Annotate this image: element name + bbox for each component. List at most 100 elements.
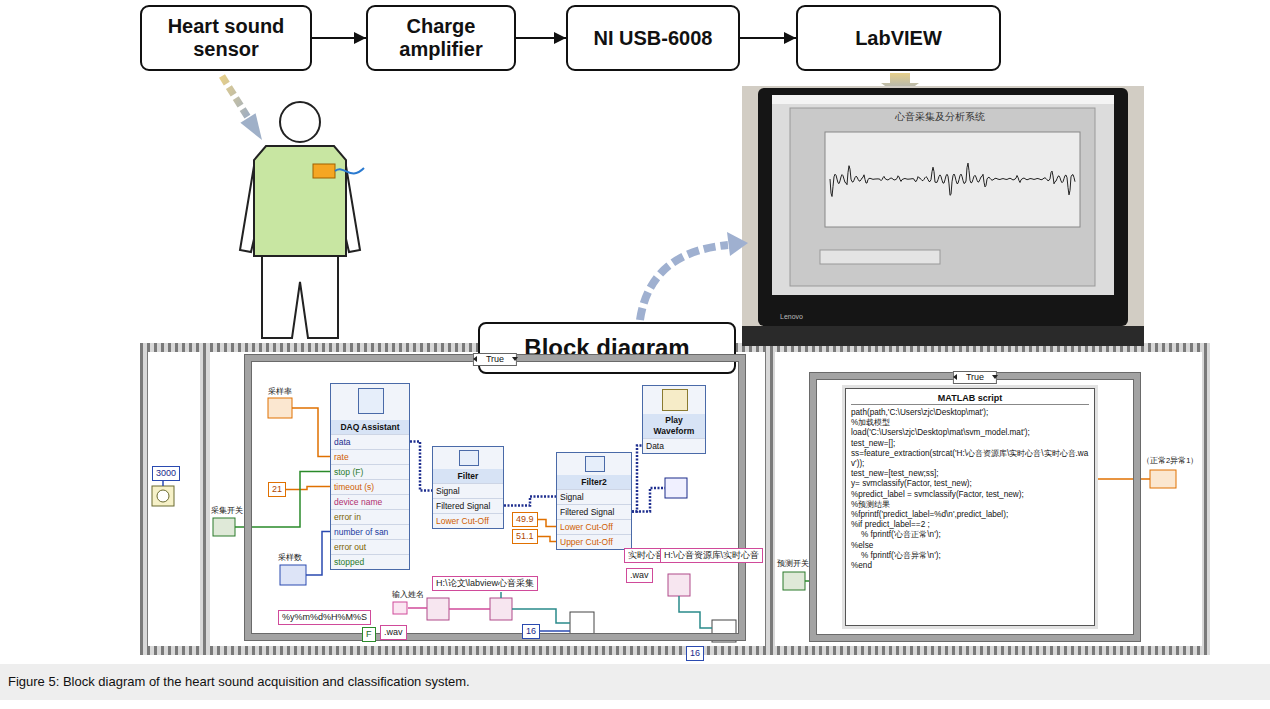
- numeric-control: [280, 565, 306, 585]
- script-line: ss=feature_extraction(strcat('H:\心音资源库\实…: [851, 449, 1089, 469]
- pointer-arrowhead: [727, 232, 748, 256]
- case-selector: True: [473, 353, 517, 366]
- numeric-indicator: [1150, 470, 1176, 488]
- terminal-label: rate: [331, 449, 409, 464]
- block-title: DAQ Assistant: [331, 420, 409, 434]
- pointer-arrowhead: [240, 113, 262, 140]
- case-selector: True: [953, 371, 997, 384]
- person-vest: [254, 146, 346, 256]
- screen-title: 心音采集及分析系统: [895, 111, 985, 122]
- terminal-label: Data: [643, 438, 705, 453]
- terminal-label: stop (F): [331, 464, 409, 479]
- case-structure: TrueDAQ Assistantdataratestop (F)timeout…: [245, 355, 745, 640]
- flow-arrow: [516, 37, 566, 39]
- write-file-icon: [570, 612, 594, 634]
- control-label: 采样数: [278, 552, 302, 563]
- graph-indicator: [665, 478, 687, 498]
- script-line: test_new=[];: [851, 439, 1089, 449]
- play-waveform-block: Play WaveformData: [642, 385, 706, 454]
- signal-wire: [632, 488, 665, 512]
- block-title: Filter: [433, 469, 503, 483]
- labview-panel: [790, 108, 1095, 286]
- terminal-label: Filtered Signal: [557, 504, 631, 519]
- terminal-label: device name: [331, 494, 409, 509]
- person-legs: [262, 254, 338, 338]
- signal-wire: [504, 497, 556, 506]
- filter-block: FilterSignalFiltered SignalLower Cut-Off: [432, 446, 504, 529]
- wire: [540, 630, 570, 632]
- script-line: load('C:\Users\zjc\Desktop\mat\svm_model…: [851, 428, 1089, 438]
- box-label: LabVIEW: [855, 27, 942, 50]
- wire: [408, 607, 427, 609]
- matlab-script-node: MATLAB scriptpath(path,'C:\Users\zjc\Des…: [845, 388, 1095, 626]
- numeric-constant: 16: [522, 624, 540, 639]
- wire: [679, 596, 712, 628]
- script-line: %end: [851, 561, 1089, 571]
- figure-caption: Figure 5: Block diagram of the heart sou…: [0, 664, 1270, 700]
- signal-wire: [292, 408, 330, 457]
- numeric-constant: 21: [268, 482, 286, 497]
- constant-value: 51.1: [516, 531, 534, 542]
- numeric-control: [268, 398, 292, 418]
- wire: [500, 592, 502, 598]
- wire: [162, 481, 164, 486]
- script-line: %predict_label = svmclassify(Factor, tes…: [851, 490, 1089, 500]
- heart-sound-waveform: [830, 163, 1075, 196]
- wait-icon: [157, 490, 169, 502]
- wire: [512, 609, 570, 623]
- string-constant: .wav: [626, 568, 653, 583]
- script-line: test_new=[test_new;ss];: [851, 469, 1089, 479]
- string-control: [393, 602, 407, 614]
- flow-arrow: [312, 37, 366, 39]
- build-path-icon: [668, 574, 690, 596]
- indicator-label: （正常2异常1）: [1142, 455, 1198, 466]
- signal-wire: [538, 520, 556, 527]
- case-structure: TrueMATLAB scriptpath(path,'C:\Users\zjc…: [810, 373, 1140, 641]
- concatenate-icon: [427, 598, 449, 620]
- string-constant: .wav: [380, 625, 407, 640]
- signal-wire: [286, 487, 330, 490]
- string-constant: %y%m%d%H%M%S: [278, 610, 371, 625]
- script-line: %fprintf('predict_label=%d\n',predict_la…: [851, 510, 1089, 520]
- terminal-label: Lower Cut-Off: [433, 513, 503, 528]
- laptop-screen: [772, 95, 1114, 295]
- constant-value: 21: [272, 484, 282, 495]
- panel-control: [820, 250, 940, 264]
- box-label: Charge amplifier: [378, 15, 504, 61]
- menu-bar: [772, 95, 1114, 104]
- process-box: Heart sound sensor: [140, 5, 312, 71]
- numeric-constant: 3000: [152, 466, 180, 481]
- terminal-label: Signal: [433, 483, 503, 498]
- laptop-bezel: [758, 88, 1128, 326]
- script-line: path(path,'C:\Users\zjc\Desktop\mat');: [851, 408, 1089, 418]
- terminal-label: Signal: [557, 489, 631, 504]
- script-line: y= svmclassify(Factor, test_new);: [851, 479, 1089, 489]
- terminal-label: error in: [331, 509, 409, 524]
- signal-wire: [410, 442, 432, 491]
- control-label: 采集开关: [211, 505, 243, 516]
- constant-value: 49.9: [516, 514, 534, 525]
- numeric-constant: 51.1: [512, 529, 538, 544]
- switch-control: [213, 518, 235, 536]
- pointer-arrow: [222, 76, 252, 124]
- terminal-label: Upper Cut-Off: [557, 534, 631, 549]
- script-line: % fprintf('心音异常\n');: [851, 551, 1089, 561]
- path-constant: H:\论文\labview心音采集: [432, 576, 538, 591]
- script-line: %if predict_label==2 ;: [851, 520, 1089, 530]
- heart-sound-sensor: [313, 164, 335, 178]
- script-line: % fprintf('心音正常\n');: [851, 530, 1089, 540]
- script-line: %加载模型: [851, 418, 1089, 428]
- pointer-arrow: [640, 245, 728, 320]
- terminal-label: error out: [331, 539, 409, 554]
- process-box: NI USB-6008: [566, 5, 740, 71]
- daq-assistant-block: DAQ Assistantdataratestop (F)timeout (s)…: [330, 383, 410, 570]
- build-path-icon: [490, 598, 512, 620]
- control-label: 采样率: [268, 386, 292, 397]
- terminal-label: Filtered Signal: [433, 498, 503, 513]
- signal-wire: [538, 537, 556, 542]
- wire: [1095, 478, 1150, 480]
- sensor-cable: [335, 168, 364, 173]
- waveform-graph: [825, 132, 1080, 227]
